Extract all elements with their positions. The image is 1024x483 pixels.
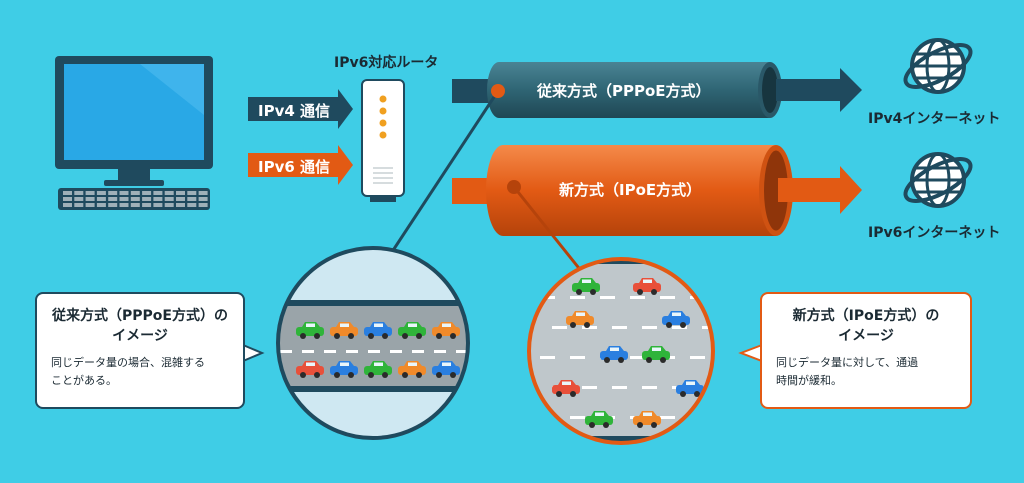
car-icon [676, 380, 704, 397]
new-pipe [486, 145, 793, 236]
car-icon [633, 278, 661, 295]
lane-markings [280, 350, 468, 353]
car-icon [296, 361, 324, 378]
new-flow-arrow-in [452, 178, 492, 204]
car-icon [633, 411, 661, 428]
router-label: IPv6対応ルータ [334, 55, 439, 71]
legacy-callout-body-2: ことがある。 [51, 374, 117, 387]
legacy-callout: 従来方式（PPPoE方式）の イメージ 同じデータ量の場合、混雑する ことがある… [35, 292, 245, 409]
car-icon [398, 322, 426, 339]
car-icon [364, 361, 392, 378]
desktop-computer-icon [55, 56, 213, 210]
new-callout-body-1: 同じデータ量に対して、通過 [776, 356, 919, 369]
legacy-callout-body-1: 同じデータ量の場合、混雑する [51, 356, 205, 369]
new-zoom-line [512, 186, 584, 273]
new-callout-title-2: イメージ [838, 328, 894, 344]
ipv6-input-arrow [248, 145, 353, 185]
new-traffic-view [527, 257, 715, 445]
car-icon [600, 346, 628, 363]
car-icon [585, 411, 613, 428]
new-flow-arrow-out [778, 166, 862, 214]
car-icon [330, 361, 358, 378]
ipv6-internet-label: IPv6インターネット [868, 225, 1001, 241]
legacy-flow-arrow-out [776, 68, 862, 112]
legacy-pipe [487, 62, 782, 118]
new-cars [552, 278, 704, 428]
globe-icon [903, 152, 973, 208]
car-icon [296, 322, 324, 339]
new-pipe-label: 新方式（IPoE方式） [559, 181, 702, 199]
new-callout-body-2: 時間が緩和。 [776, 374, 842, 387]
car-icon [330, 322, 358, 339]
car-icon [552, 380, 580, 397]
car-icon [432, 322, 460, 339]
legacy-zoom-line [388, 90, 500, 256]
ipv4-input-arrow [248, 89, 353, 129]
legacy-cars [296, 322, 460, 378]
globe-icon [903, 38, 973, 94]
legacy-callout-title-1: 従来方式（PPPoE方式）の [52, 308, 228, 324]
car-icon [364, 322, 392, 339]
car-icon [566, 311, 594, 328]
ipv6-input-label: IPv6 通信 [258, 158, 331, 176]
car-icon [572, 278, 600, 295]
ipv4-internet-label: IPv4インターネット [868, 111, 1001, 127]
car-icon [662, 311, 690, 328]
legacy-flow-arrow-in [452, 79, 492, 103]
car-icon [398, 361, 426, 378]
new-callout-title-1: 新方式（IPoE方式）の [792, 308, 940, 324]
router-icon [361, 79, 405, 202]
legacy-traffic-view [276, 246, 470, 440]
car-icon [432, 361, 460, 378]
keyboard-keys [63, 191, 208, 207]
legacy-callout-title-2: イメージ [112, 328, 168, 344]
ipv4-input-label: IPv4 通信 [258, 102, 331, 120]
new-callout: 新方式（IPoE方式）の イメージ 同じデータ量に対して、通過 時間が緩和。 [760, 292, 972, 409]
car-icon [642, 346, 670, 363]
legacy-pipe-label: 従来方式（PPPoE方式） [537, 82, 711, 100]
